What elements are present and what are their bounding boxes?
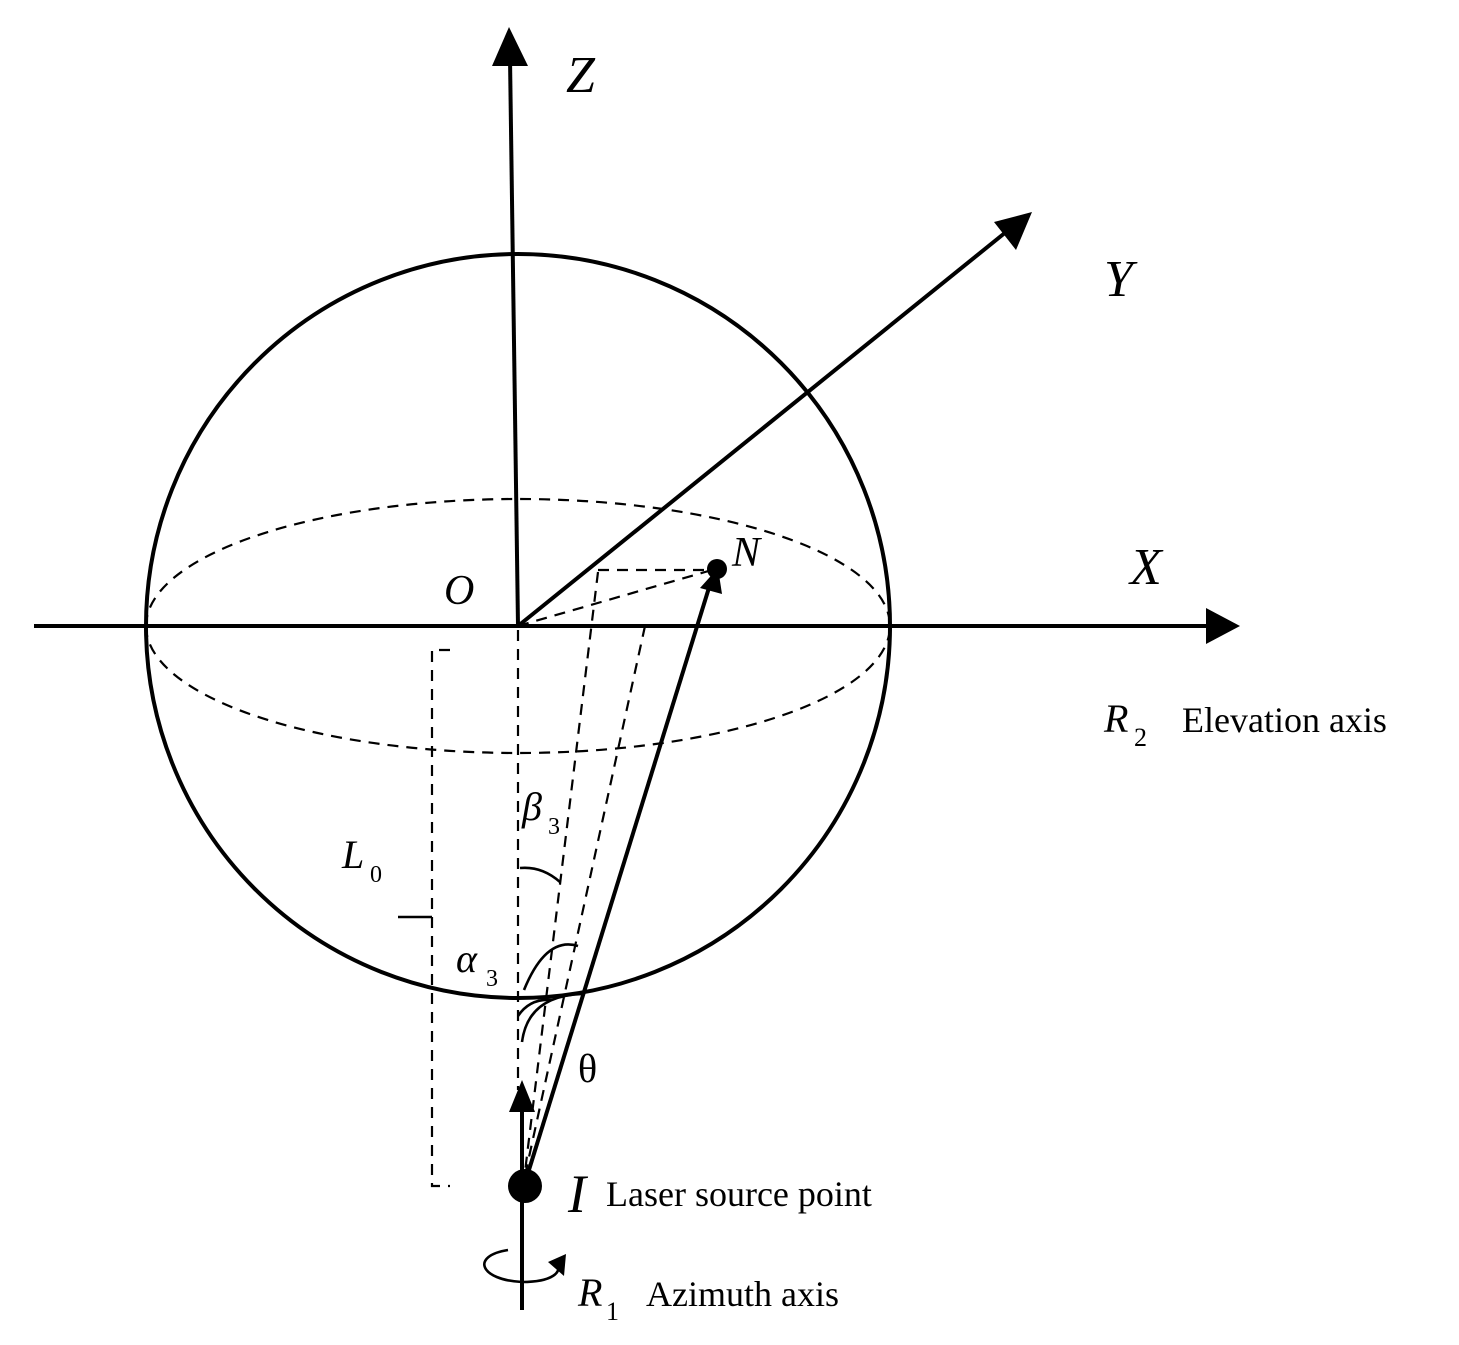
- theta-label: θ: [578, 1046, 597, 1091]
- l0-subscript: 0: [370, 862, 382, 888]
- l0-symbol: L: [341, 832, 364, 877]
- elevation-axis-text: Elevation axis: [1182, 700, 1387, 740]
- beta3-label: β 3: [521, 784, 560, 840]
- z-axis-arrowhead: [492, 27, 528, 66]
- l0-label: L 0: [341, 832, 382, 888]
- elevation-axis-label: R 2 Elevation axis: [1103, 696, 1387, 752]
- azimuth-axis-text: Azimuth axis: [646, 1274, 839, 1314]
- azimuth-axis-label: R 1 Azimuth axis: [577, 1270, 839, 1326]
- origin-label: O: [444, 568, 474, 614]
- o-to-n-dashed: [517, 568, 713, 628]
- elevation-axis-symbol: R: [1103, 696, 1128, 741]
- azimuth-rotation-arrowhead: [548, 1254, 566, 1276]
- y-axis-arrowhead: [994, 212, 1032, 250]
- point-n: [707, 559, 727, 579]
- y-axis-line: [516, 230, 1008, 628]
- theta-inner-arc: [516, 998, 553, 1017]
- laser-source-text: Laser source point: [606, 1174, 872, 1214]
- alpha3-subscript: 3: [486, 966, 498, 992]
- azimuth-axis-subscript: 1: [606, 1297, 619, 1326]
- alpha3-label: α 3: [456, 936, 498, 992]
- azimuth-rotation-arc: [483, 1248, 560, 1284]
- laser-beam-line: [522, 577, 714, 1187]
- beta3-subscript: 3: [548, 814, 560, 840]
- x-axis-arrowhead: [1206, 608, 1240, 644]
- equator-back-arc: [144, 497, 892, 627]
- laser-source-symbol: I: [567, 1164, 589, 1224]
- beta-angle-arc: [519, 866, 561, 883]
- beta3-symbol: β: [521, 784, 542, 829]
- z-axis-label: Z: [566, 47, 596, 104]
- laser-source-label: I Laser source point: [567, 1164, 872, 1224]
- point-n-label: N: [731, 530, 762, 576]
- alpha3-symbol: α: [456, 936, 478, 981]
- projection-line-2: [522, 625, 647, 1181]
- projection-line-1: [522, 571, 600, 1181]
- equator-front-arc: [144, 625, 892, 755]
- azimuth-axis-arrowhead: [509, 1080, 535, 1112]
- laser-source-point: [508, 1169, 542, 1203]
- alpha-angle-arc: [522, 943, 579, 991]
- theta-angle-arc: [520, 992, 583, 1043]
- l0-bracket: [430, 648, 450, 1188]
- elevation-axis-subscript: 2: [1134, 723, 1147, 752]
- z-axis-line: [508, 57, 520, 627]
- azimuth-axis-symbol: R: [577, 1270, 602, 1315]
- y-axis-label: Y: [1104, 251, 1138, 308]
- x-axis-label: X: [1128, 539, 1164, 596]
